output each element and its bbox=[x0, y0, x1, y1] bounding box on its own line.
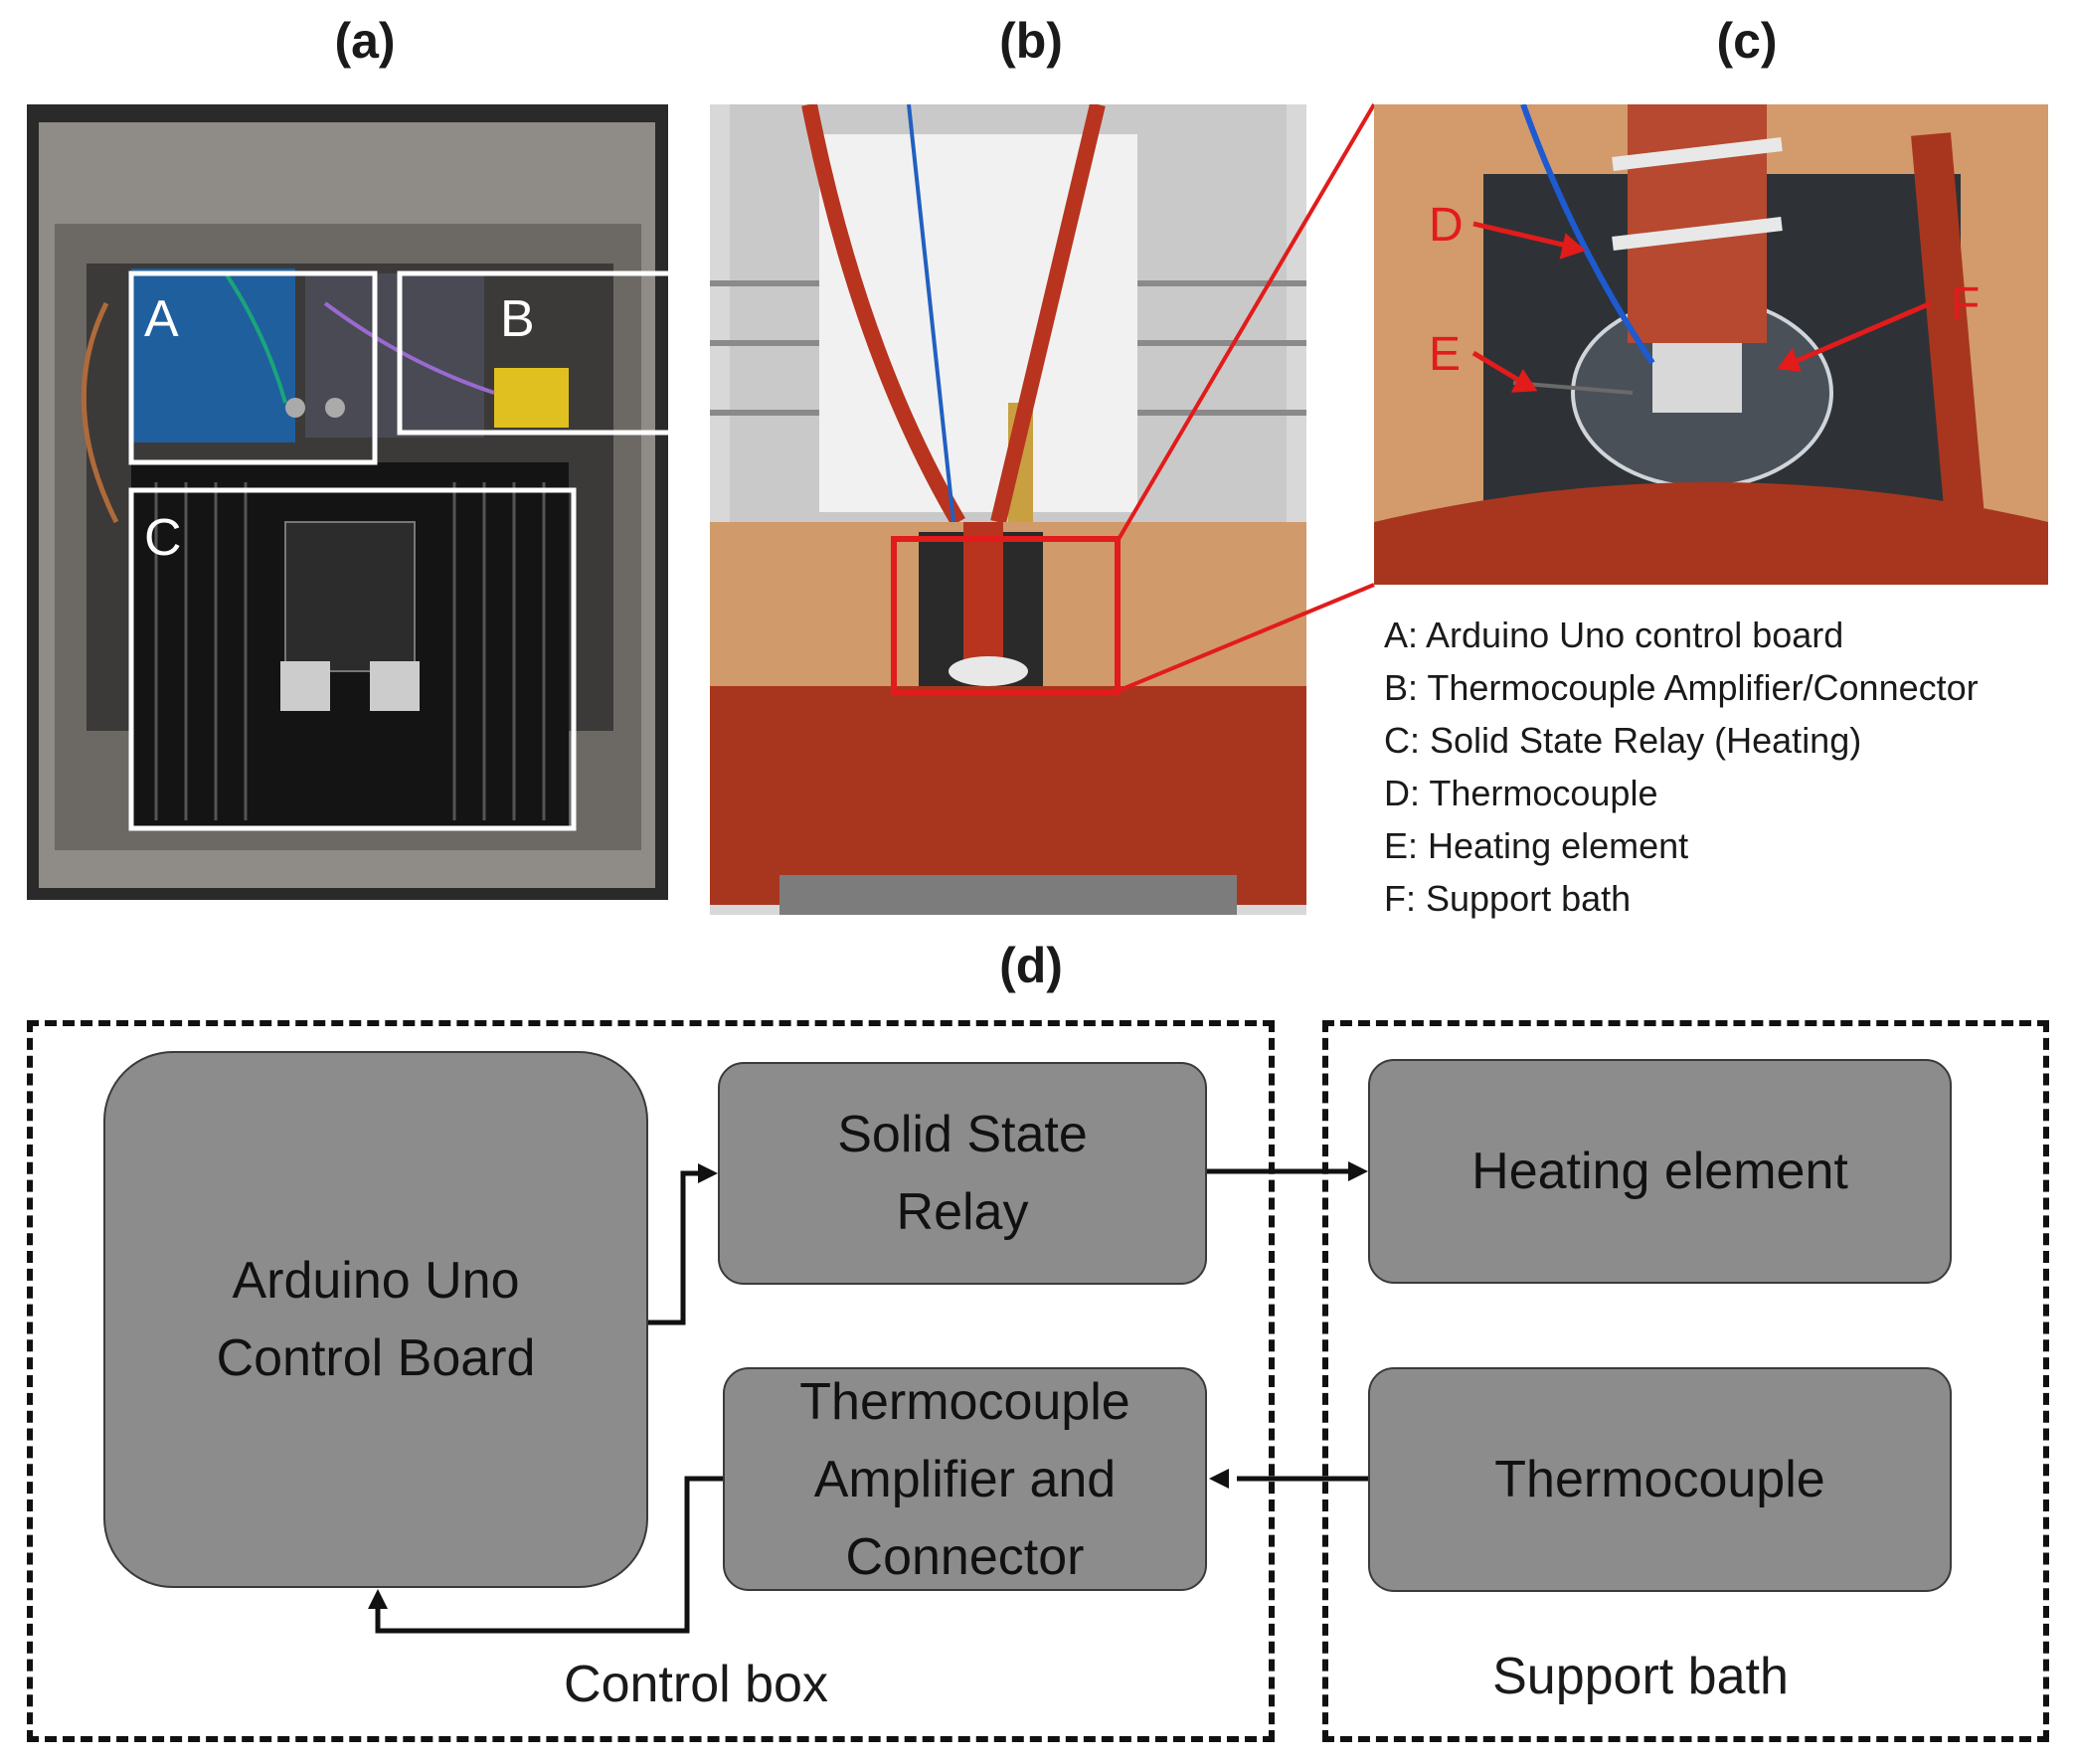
legend-item: C: Solid State Relay (Heating) bbox=[1384, 720, 1862, 761]
arrowhead-amplifier bbox=[1209, 1469, 1229, 1489]
support-bath-group bbox=[1322, 1020, 2049, 1742]
closeup-photo: D E F bbox=[1374, 104, 2048, 585]
legend: A: Arduino Uno control board B: Thermoco… bbox=[1384, 609, 1979, 925]
legend-item: A: Arduino Uno control board bbox=[1384, 615, 1844, 655]
panel-label-b: (b) bbox=[999, 13, 1063, 69]
legend-item: D: Thermocouple bbox=[1384, 773, 1658, 813]
amplifier-line-2: Amplifier and bbox=[813, 1450, 1117, 1508]
marker-e: E bbox=[1429, 328, 1462, 381]
control-box-group bbox=[27, 1020, 1275, 1742]
edge-amplifier-arduino bbox=[375, 1476, 723, 1634]
marker-a: A bbox=[144, 290, 179, 348]
heating-element-node: Heating element bbox=[1368, 1059, 1952, 1284]
arduino-line-2: Control Board bbox=[216, 1329, 536, 1387]
printer-photo bbox=[710, 104, 1306, 915]
amplifier-line-1: Thermocouple bbox=[799, 1372, 1130, 1431]
marker-d: D bbox=[1429, 199, 1464, 252]
support-bath-label: Support bath bbox=[1492, 1648, 1789, 1705]
control-box-label: Control box bbox=[564, 1656, 828, 1713]
arrowhead-arduino bbox=[368, 1589, 388, 1609]
panel-label-c: (c) bbox=[1716, 13, 1778, 69]
arrowhead-relay bbox=[698, 1163, 718, 1183]
marker-f: F bbox=[1951, 278, 1981, 331]
control-box-photo: A B C bbox=[27, 104, 668, 900]
arduino-line-1: Arduino Uno bbox=[232, 1252, 520, 1310]
marker-b: B bbox=[500, 290, 535, 348]
heating-line-1: Heating element bbox=[1471, 1143, 1848, 1200]
legend-item: F: Support bath bbox=[1384, 878, 1632, 919]
marker-c: C bbox=[144, 509, 182, 567]
thermocouple-node: Thermocouple bbox=[1368, 1367, 1952, 1592]
panel-label-a: (a) bbox=[334, 13, 396, 69]
thermocouple-line-1: Thermocouple bbox=[1494, 1451, 1825, 1508]
relay-line-1: Solid State bbox=[837, 1106, 1088, 1163]
legend-item: E: Heating element bbox=[1384, 825, 1689, 866]
relay-line-2: Relay bbox=[896, 1183, 1029, 1241]
edge-arduino-relay bbox=[648, 1170, 700, 1325]
arrowhead-heating bbox=[1348, 1161, 1368, 1181]
amplifier-line-3: Connector bbox=[845, 1527, 1085, 1586]
panel-label-d: (d) bbox=[999, 938, 1063, 993]
legend-item: B: Thermocouple Amplifier/Connector bbox=[1384, 667, 1979, 708]
